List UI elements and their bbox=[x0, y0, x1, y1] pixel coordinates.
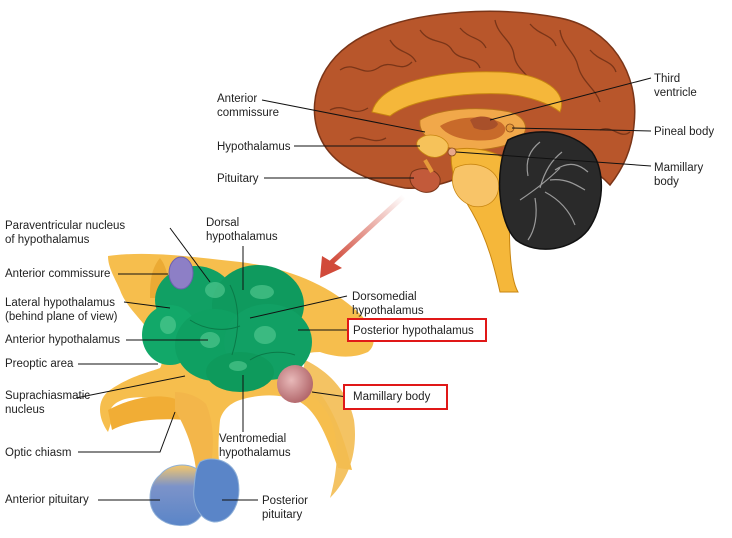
label-anterior-hypothalamus: Anterior hypothalamus bbox=[5, 334, 121, 346]
label-posterior-hypothalamus: Posterior hypothalamus bbox=[353, 325, 474, 337]
label-posterior-pituitary: Posterior pituitary bbox=[262, 495, 309, 521]
mamillary-body-oval bbox=[277, 365, 313, 403]
label-pituitary-brain: Pituitary bbox=[217, 173, 259, 185]
label-mamillary-body-brain: Mamillary body bbox=[654, 162, 704, 188]
hypothalamus-detail bbox=[100, 253, 374, 527]
green-nucleus-6 bbox=[206, 352, 274, 392]
corpus-callosum bbox=[371, 71, 562, 117]
cerebellum bbox=[498, 131, 602, 250]
label-anterior-commissure-detail: Anterior commissure bbox=[5, 268, 111, 280]
pituitary-stalk bbox=[423, 158, 434, 174]
highlight-box-mamillary-body: Mamillary body bbox=[343, 384, 448, 410]
arbor-vitae bbox=[519, 141, 589, 241]
green-contours bbox=[189, 284, 296, 361]
label-third-ventricle: Third ventricle bbox=[654, 73, 697, 99]
label-preoptic-area: Preoptic area bbox=[5, 358, 74, 370]
leader-lines bbox=[75, 77, 652, 501]
optic-nerve bbox=[108, 396, 185, 430]
pons bbox=[452, 163, 500, 208]
label-suprachiasmatic-nucleus: Suprachiasmatic nucleus bbox=[5, 390, 91, 416]
posterior-pituitary-lobe bbox=[193, 458, 240, 523]
mamillary-body-small bbox=[447, 147, 457, 157]
label-anterior-pituitary: Anterior pituitary bbox=[5, 494, 89, 506]
anterior-commissure-oval bbox=[168, 256, 194, 290]
hypothalamus-region bbox=[416, 134, 449, 158]
label-dorsal-hypothalamus: Dorsal hypothalamus bbox=[206, 217, 278, 243]
label-hypothalamus-brain: Hypothalamus bbox=[217, 141, 291, 153]
label-dorsomedial-hypothalamus: Dorsomedial hypothalamus bbox=[352, 291, 424, 317]
label-anterior-commissure-brain: Anterior commissure bbox=[217, 93, 279, 119]
brain-sagittal bbox=[313, 10, 636, 293]
zoom-arrow bbox=[320, 193, 407, 278]
label-paraventricular-nucleus: Paraventricular nucleus of hypothalamus bbox=[5, 220, 126, 246]
label-ventromedial-hypothalamus: Ventromedial hypothalamus bbox=[219, 433, 291, 459]
label-pineal-body: Pineal body bbox=[654, 126, 715, 138]
highlight-box-posterior-hypothalamus: Posterior hypothalamus bbox=[347, 318, 487, 342]
infundibulum bbox=[175, 392, 213, 470]
ventral-fold bbox=[300, 360, 355, 498]
green-highlights bbox=[160, 282, 276, 371]
pituitary-gland bbox=[409, 168, 441, 193]
label-lateral-hypothalamus: Lateral hypothalamus (behind plane of vi… bbox=[5, 297, 118, 323]
anterior-pituitary-lobe bbox=[149, 464, 208, 527]
label-mamillary-body-detail: Mamillary body bbox=[353, 391, 431, 403]
label-optic-chiasm: Optic chiasm bbox=[5, 447, 72, 459]
